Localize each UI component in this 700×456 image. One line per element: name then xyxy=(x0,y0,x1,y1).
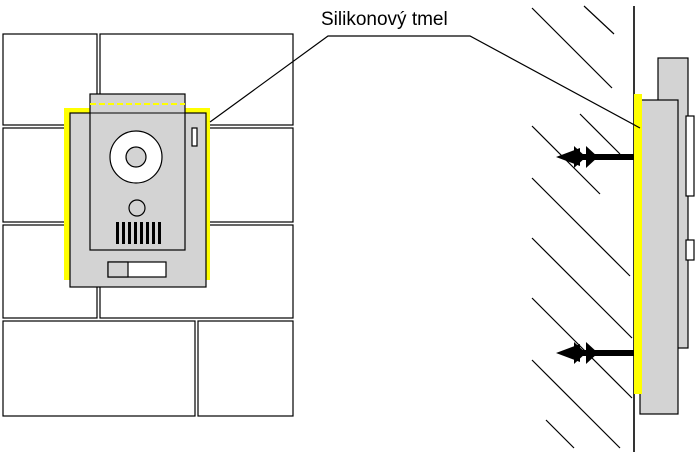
brick xyxy=(197,320,294,417)
led-indicator xyxy=(191,127,198,147)
door-station-side xyxy=(639,57,695,415)
sealant-side xyxy=(634,94,642,394)
anchor-screw xyxy=(556,146,634,168)
callout-leader xyxy=(209,35,641,129)
side-frame xyxy=(639,99,679,415)
callout-label: Silikonový tmel xyxy=(321,9,448,30)
anchor-screw xyxy=(556,342,634,364)
brick xyxy=(2,320,196,417)
brick xyxy=(197,127,294,223)
camera-lens xyxy=(125,146,147,168)
speaker-grille xyxy=(116,222,161,244)
door-station-front xyxy=(69,93,207,288)
button-circle xyxy=(128,199,146,217)
side-front-strip xyxy=(685,115,695,197)
wall-hatching xyxy=(531,5,633,449)
